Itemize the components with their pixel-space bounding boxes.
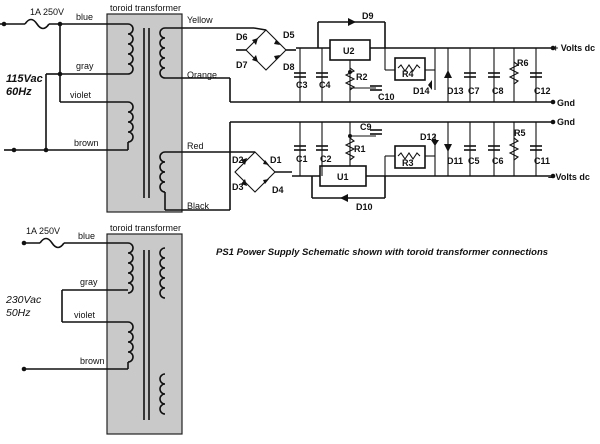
cap-c4: C4 (319, 80, 331, 90)
cap-c5: C5 (468, 156, 480, 166)
diode-d5: D5 (283, 30, 295, 40)
ground-label-2: Gnd (557, 117, 575, 127)
resistor-r1-icon (344, 137, 356, 161)
cap-c2: C2 (320, 154, 332, 164)
cap-c3: C3 (296, 80, 308, 90)
resistor-r3-icon (397, 152, 421, 160)
secondary-wiring: Yellow Orange Red Black (164, 15, 553, 211)
top-input-voltage: 115Vac (6, 73, 43, 85)
resistor-r3: R3 (402, 158, 414, 168)
bottom-input-frequency: 50Hz (6, 307, 31, 319)
regulator-u1 (319, 165, 367, 187)
resistor-r6: R6 (517, 58, 529, 68)
primary-coil-lower (127, 101, 134, 143)
cap-c6: C6 (492, 156, 504, 166)
diode-d10: D10 (356, 202, 373, 212)
resistor-r5-icon (508, 137, 520, 161)
secondary-wire-yellow: Yellow (187, 15, 213, 25)
secondary-coil-upper (159, 27, 166, 79)
diode-d1: D1 (270, 155, 282, 165)
diode-d7: D7 (236, 60, 248, 70)
diode-d2: D2 (232, 155, 244, 165)
resistor-r4-icon (397, 64, 421, 72)
bottom-transformer-section: toroid transformer 1A 250V blue gray vio… (5, 223, 183, 435)
cap-c8: C8 (492, 86, 504, 96)
primary-coil-upper (127, 23, 134, 75)
bottom-primary-coil-upper (127, 242, 134, 294)
positive-rail: + Volts dc U2 D9 C3 C4 R2 C10 R4 (294, 11, 595, 108)
top-wire-blue: blue (76, 12, 93, 22)
bottom-secondary-coil-lower (159, 373, 166, 415)
diode-d9: D9 (362, 11, 374, 21)
regulator-u2-label: U2 (343, 46, 355, 56)
secondary-wire-orange: Orange (187, 70, 217, 80)
bottom-wire-gray: gray (80, 277, 98, 287)
top-transformer-label: toroid transformer (110, 3, 181, 13)
cap-c7: C7 (468, 86, 480, 96)
bottom-secondary-coil-upper (159, 247, 166, 299)
positive-bridge-rectifier: D6 D5 D7 D8 (236, 27, 296, 72)
bottom-fuse-label: 1A 250V (26, 226, 60, 236)
cap-c10: C10 (378, 92, 395, 102)
resistor-r4: R4 (402, 69, 414, 79)
resistor-r6-icon (508, 61, 520, 85)
ground-label-1: Gnd (557, 98, 575, 108)
diode-d8: D8 (283, 62, 295, 72)
bottom-wire-brown: brown (80, 356, 105, 366)
secondary-wire-black: Black (187, 201, 210, 211)
bottom-input-voltage: 230Vac (5, 294, 42, 306)
resistor-r5: R5 (514, 128, 526, 138)
bottom-wire-violet: violet (74, 310, 96, 320)
regulator-u1-label: U1 (337, 172, 349, 182)
diode-d11: D11 (447, 156, 463, 166)
top-transformer-section: toroid transformer 1A 250V blu (0, 3, 183, 213)
top-fuse-icon (24, 18, 50, 30)
top-wire-gray: gray (76, 61, 94, 71)
top-fuse-label: 1A 250V (30, 7, 64, 17)
positive-output-label: + Volts dc (553, 43, 595, 53)
top-wire-brown: brown (74, 138, 99, 148)
bottom-wire-blue: blue (78, 231, 95, 241)
cap-c1: C1 (296, 154, 308, 164)
top-wire-violet: violet (70, 90, 92, 100)
cap-c12: C12 (534, 86, 551, 96)
negative-bridge-rectifier: D2 D1 D3 D4 (232, 151, 292, 195)
bottom-fuse-icon (39, 237, 65, 249)
cap-c11: C11 (534, 156, 550, 166)
bottom-transformer-label: toroid transformer (110, 223, 181, 233)
top-input-frequency: 60Hz (6, 86, 32, 98)
bottom-primary-coil-lower (127, 321, 134, 363)
diode-d13: D13 (447, 86, 464, 96)
diode-d14: D14 (413, 86, 430, 96)
secondary-wire-red: Red (187, 141, 204, 151)
diode-d4: D4 (272, 185, 284, 195)
resistor-r1: R1 (354, 144, 366, 154)
diode-d3: D3 (232, 182, 244, 192)
resistor-r2: R2 (356, 72, 368, 82)
secondary-coil-lower (159, 151, 166, 193)
diode-d6: D6 (236, 32, 248, 42)
resistor-r2-icon (344, 67, 356, 91)
cap-c9: C9 (360, 122, 372, 132)
negative-rail: – Volts dc Gnd U1 D10 C1 C2 R1 C9 R3 (292, 117, 590, 212)
schematic-caption: PS1 Power Supply Schematic shown with to… (216, 247, 548, 258)
negative-output-label: – Volts dc (548, 172, 590, 182)
diode-d12: D12 (420, 132, 437, 142)
